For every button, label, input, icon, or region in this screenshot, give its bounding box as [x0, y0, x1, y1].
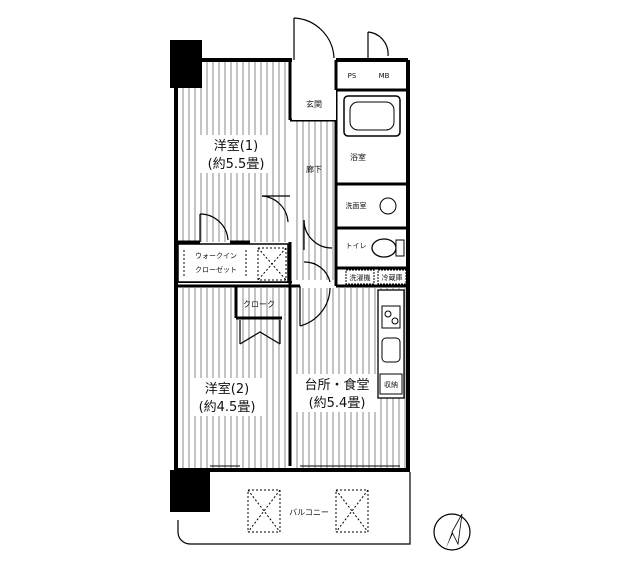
toilet-label: トイレ — [346, 242, 367, 250]
western2-name: 洋室(2) — [205, 381, 249, 397]
entrance-area — [292, 90, 336, 120]
storage-label: 収納 — [384, 380, 398, 389]
walkin-label-1: ウォークイン — [195, 252, 237, 260]
cloak-label: クローク — [243, 300, 275, 309]
entrance-label: 玄関 — [306, 99, 322, 109]
laundry-label: 洗濯機 — [350, 273, 371, 282]
fridge-label: 冷蔵庫 — [382, 273, 403, 282]
stove-icon — [381, 305, 401, 329]
western1-size: (約5.5畳) — [208, 157, 265, 172]
walkin-label-2: クローゼット — [195, 265, 237, 274]
kitchen-size: (約5.4畳) — [309, 396, 366, 411]
left-column-bottom — [170, 470, 210, 512]
outer-walls — [174, 58, 410, 472]
hallway-floor — [292, 120, 336, 280]
storage-icon — [379, 373, 403, 395]
mb-label: MB — [379, 72, 390, 80]
toilet-icon — [371, 238, 397, 258]
washbasin-icon — [379, 197, 397, 215]
hallway-label: 廊下 — [306, 164, 322, 174]
bath-label: 浴室 — [350, 152, 366, 162]
fridge-space — [377, 269, 407, 285]
balcony-label: バルコニー — [289, 508, 329, 517]
bathtub — [343, 95, 401, 137]
kitchen-name: 台所・食堂 — [304, 377, 369, 393]
western2-size: (約4.5畳) — [199, 400, 256, 415]
washroom-label: 洗面室 — [346, 201, 367, 210]
sink-icon — [381, 337, 401, 363]
room-doors — [199, 195, 333, 345]
north-arrow-icon — [433, 513, 471, 551]
balcony — [177, 472, 411, 545]
entrance-door — [293, 17, 389, 60]
western1-name: 洋室(1) — [214, 138, 258, 154]
laundry-space — [345, 269, 375, 285]
ps-label: PS — [348, 72, 357, 80]
